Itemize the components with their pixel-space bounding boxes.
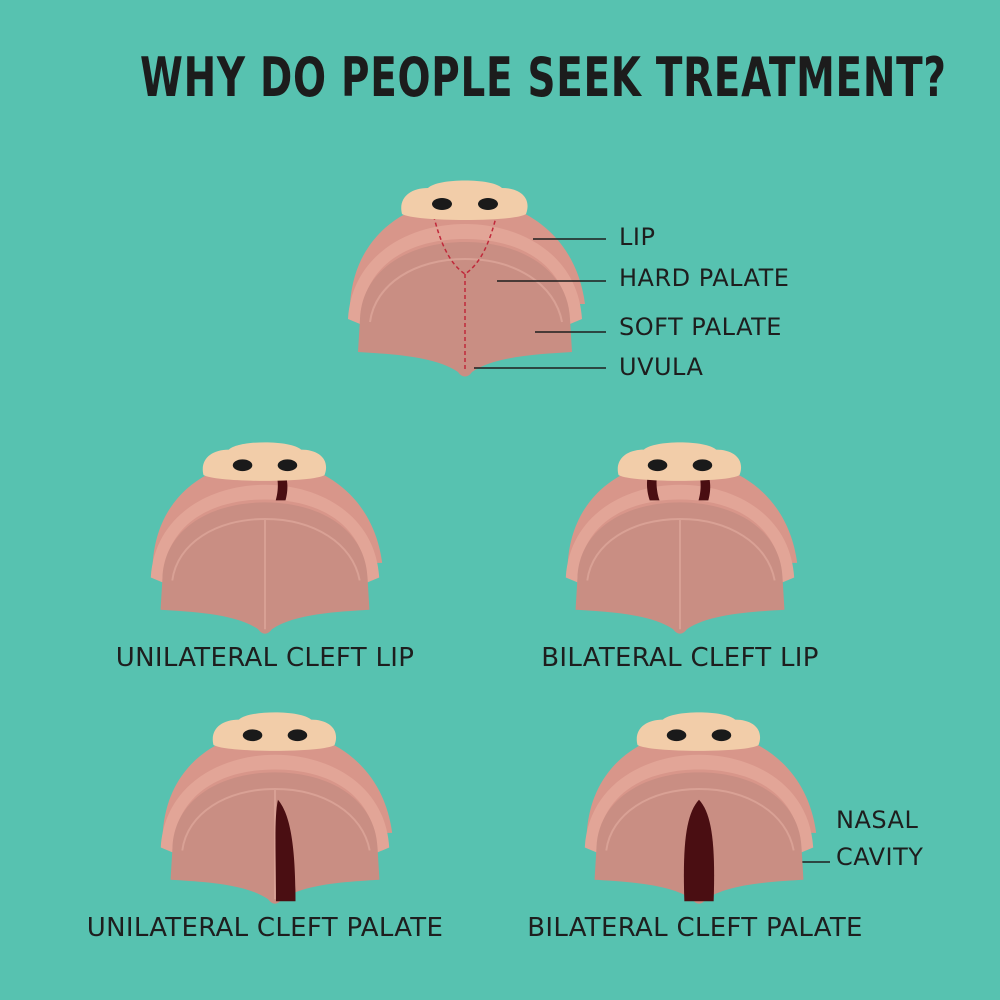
cleft-palate-gap xyxy=(683,799,715,902)
left-nostril xyxy=(666,729,687,742)
bilateral-cleft-palate-figure xyxy=(584,712,817,904)
lip-philtrum-line xyxy=(431,208,499,275)
right-nostril xyxy=(287,729,308,742)
unilateral-cleft-palate-caption: UNILATERAL CLEFT PALATE xyxy=(86,913,444,943)
left-nostril xyxy=(432,198,452,210)
right-nostril xyxy=(277,459,298,472)
palate-ridge xyxy=(348,224,582,324)
normal-palate-figure xyxy=(348,180,585,377)
left-nostril xyxy=(242,729,263,742)
left-nostril xyxy=(647,459,668,472)
unilateral-cleft-lip-caption: UNILATERAL CLEFT LIP xyxy=(115,643,415,673)
hard-palate-label: HARD PALATE xyxy=(619,264,790,292)
unilateral-cleft-lip-figure xyxy=(150,442,383,634)
right-nostril xyxy=(711,729,732,742)
unilateral-cleft-palate-figure xyxy=(160,712,393,904)
right-nostril xyxy=(478,198,498,210)
left-nostril xyxy=(232,459,253,472)
bilateral-cleft-lip-figure xyxy=(565,442,798,634)
nose xyxy=(401,180,528,220)
page-title: WHY DO PEOPLE SEEK TREATMENT? xyxy=(140,46,947,109)
soft-palate-label: SOFT PALATE xyxy=(619,313,782,341)
lip-label: LIP xyxy=(619,223,656,251)
nasal-cavity-label-line-1: NASAL xyxy=(836,806,919,834)
nasal-cavity-label-line-2: CAVITY xyxy=(836,843,924,871)
uvula-label: UVULA xyxy=(619,353,704,381)
cleft-palate-gap xyxy=(275,799,296,902)
palate-inner-curve xyxy=(369,257,563,323)
bilateral-cleft-palate-caption: BILATERAL CLEFT PALATE xyxy=(527,913,863,943)
right-nostril xyxy=(692,459,713,472)
bilateral-cleft-lip-caption: BILATERAL CLEFT LIP xyxy=(541,643,819,673)
